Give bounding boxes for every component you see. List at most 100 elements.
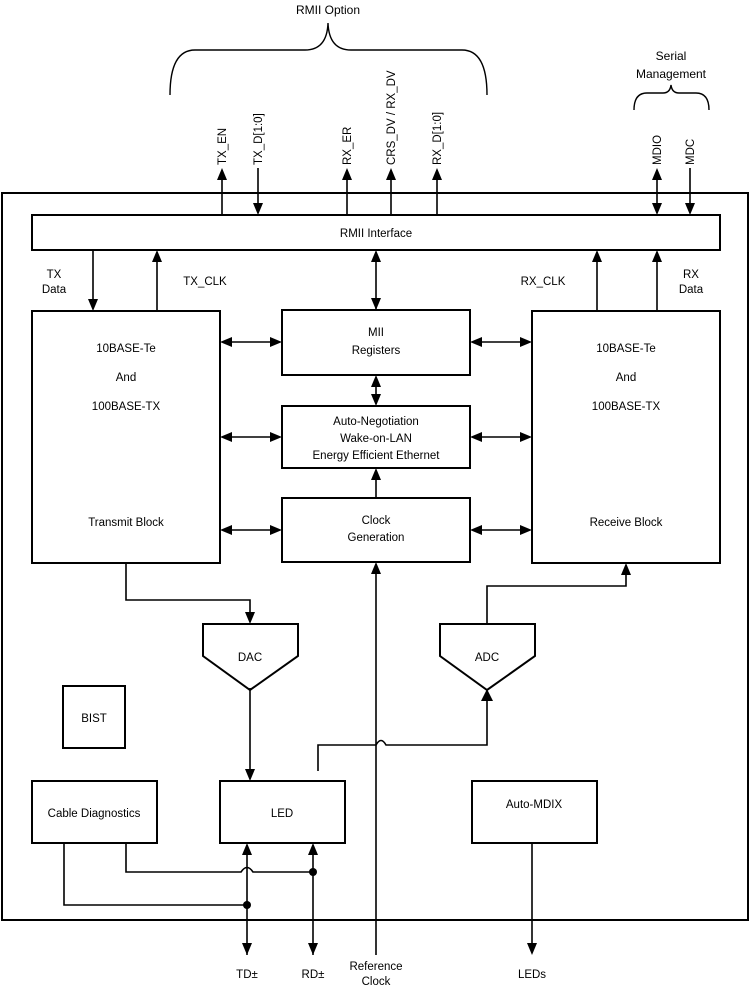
arrow-mdc-down [685,203,695,215]
wire-mdix-to-adc [317,699,488,771]
arrow-td-up [242,843,252,855]
chip-outline [1,192,749,921]
signal-label-crs-dv: CRS_DV / RX_DV [386,70,398,165]
bottom-label-refclock-line2: Clock [362,976,391,988]
arrow-crs-dv-up [386,168,396,180]
auto-mdix-label: LED [271,808,293,820]
dac-label: DAC [238,652,262,664]
bist-label: BIST [81,713,107,725]
arrow-tx-clkgen-right [270,525,282,535]
mii-registers-line1: MII [368,327,384,339]
adc-label: ADC [475,652,499,664]
receive-block-sublabel: Receive Block [590,517,663,529]
arrow-td-down [242,943,252,955]
rx-data-label-line2: Data [679,284,704,296]
auto-negotiation-line2: Wake-on-LAN [340,433,412,445]
arrow-clkgen-rx-right [520,525,532,535]
transmit-block-line2: And [116,372,136,384]
signal-label-rx-d: RX_D[1:0] [432,112,444,165]
rmii-option-brace [169,22,488,96]
rmii-option-label: RMII Option [296,3,360,17]
td-rd-wires [242,843,318,955]
wire-transmit-to-dac [125,563,251,614]
cable-diagnostics-label: Cable Diagnostics [48,808,141,820]
arrow-reference-clock-up [371,562,381,574]
arrow-tx-d-down [253,203,263,215]
arrow-mii-rx-right [520,337,532,347]
rx-clk-label: RX_CLK [521,276,566,288]
arrow-tx-clk-up [152,250,162,262]
clock-generation-line1: Clock [362,515,391,527]
bottom-label-refclock-line1: Reference [349,961,402,973]
transmit-block-line3: 100BASE-TX [92,401,161,413]
transmit-block-sublabel: Transmit Block [88,517,164,529]
auto-mdix-block[interactable] [219,780,346,844]
wire-cablediag-to-rd [125,843,313,873]
tx-data-label-line2: Data [42,284,67,296]
receive-block-line1: 10BASE-Te [596,343,655,355]
signal-label-tx-en: TX_EN [217,128,229,165]
arrow-rx-d-up [432,168,442,180]
signal-label-mdc: MDC [685,139,697,165]
top-signal-wires [217,168,695,215]
led-driver-line1: Auto-MDIX [506,799,563,811]
mii-registers-line2: Registers [352,345,401,357]
arrow-tx-aneg-right [270,432,282,442]
rmii-to-blocks-wires [88,250,662,311]
dac-block[interactable] [202,623,299,692]
arrow-tx-aneg-left [220,432,232,442]
clock-generation-block[interactable] [281,497,471,563]
bottom-label-rd: RD± [302,969,325,981]
arrow-adc-in [481,689,493,701]
arrow-tx-clkgen-left [220,525,232,535]
signal-label-tx-d: TX_D[1:0] [253,113,265,165]
arrow-rx-data-up [652,250,662,262]
arrow-tx-mii-right [270,337,282,347]
clock-generation-line2: Generation [348,532,405,544]
adc-block[interactable] [439,623,536,692]
bottom-label-leds: LEDs [518,969,546,981]
serial-management-brace [633,84,710,111]
arrow-dac-in [245,612,255,624]
led-driver-block[interactable] [471,780,598,844]
signal-label-rx-er: RX_ER [342,127,354,165]
internal-wire-labels: TX Data TX_CLK RX_CLK RX Data [42,269,704,296]
arrow-clkgen-rx-left [470,525,482,535]
bottom-signal-labels: TD± RD± Reference Clock LEDs [236,961,546,988]
serial-management-label-line1: Serial [656,49,687,63]
wire-adc-to-receive [486,573,627,624]
arrow-receive-in [621,563,631,575]
auto-negotiation-line1: Auto-Negotiation [333,416,419,428]
tx-clk-label: TX_CLK [183,276,227,288]
arrow-rx-clk-up [592,250,602,262]
mii-registers-block[interactable] [281,309,471,376]
arrow-aneg-up [371,375,381,387]
bottom-label-td: TD± [236,969,258,981]
arrow-mdio-down [652,203,662,215]
arrow-tx-data-down [88,299,98,311]
rx-data-label-line1: RX [683,269,699,281]
serial-management-label-line2: Management [636,67,707,81]
receive-block-line3: 100BASE-TX [592,401,661,413]
receive-block-line2: And [616,372,636,384]
arrow-mii-reg-up [371,250,381,262]
arrow-clkgen-up [371,468,381,480]
arrow-rd-down [308,943,318,955]
arrow-mdio-up [652,168,662,180]
arrow-tx-en-up [217,168,227,180]
arrow-mii-rx-left [470,337,482,347]
auto-negotiation-line3: Energy Efficient Ethernet [313,450,441,462]
top-signal-labels: TX_EN TX_D[1:0] RX_ER CRS_DV / RX_DV RX_… [217,70,697,165]
signal-label-mdio: MDIO [652,135,664,165]
wire-cablediag-to-td [63,843,247,906]
arrow-rx-er-up [342,168,352,180]
arrow-aneg-rx-right [520,432,532,442]
arrow-leds-down [527,943,537,955]
center-horizontal-wires [220,337,532,535]
arrow-aneg-down [371,394,381,406]
cable-diagnostics-wires [63,843,317,909]
bist-block[interactable] [62,685,126,749]
cable-diagnostics-block[interactable] [31,780,158,844]
transmit-block-line1: 10BASE-Te [96,343,155,355]
